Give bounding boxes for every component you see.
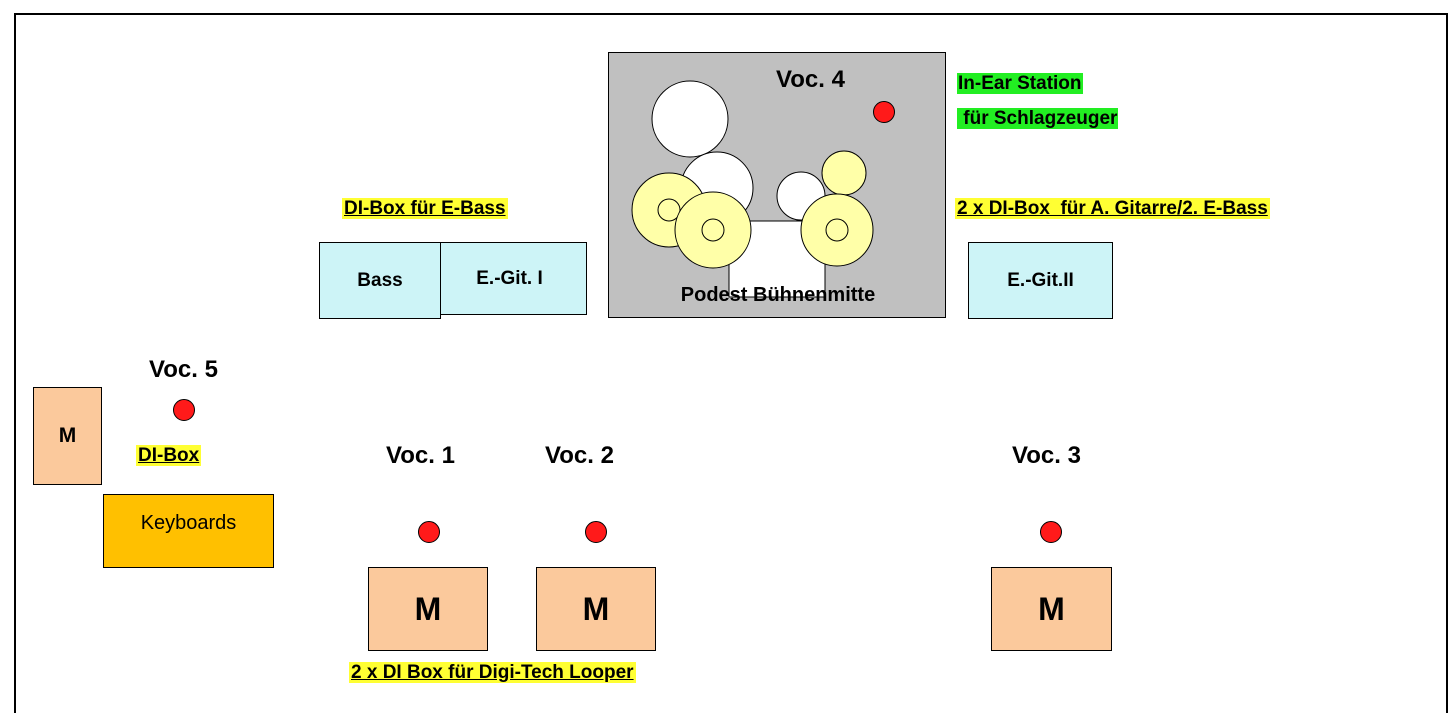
amp-e-git-2: E.-Git.II bbox=[968, 242, 1113, 319]
mic-voc-5 bbox=[173, 399, 195, 421]
drum-kit bbox=[631, 80, 874, 298]
mic-voc-3 bbox=[1040, 521, 1062, 543]
voc-2-label: Voc. 2 bbox=[545, 442, 614, 469]
voc-5-label: Voc. 5 bbox=[149, 356, 218, 383]
in-ear-station-line2: für Schlagzeuger bbox=[957, 108, 1119, 129]
cymbal-left-bell bbox=[657, 198, 681, 222]
mic-voc-2 bbox=[585, 521, 607, 543]
in-ear-station-line1: In-Ear Station bbox=[957, 73, 1083, 94]
looper-di-note: 2 x DI Box für Digi-Tech Looper bbox=[349, 662, 636, 683]
mic-voc-1 bbox=[418, 521, 440, 543]
voc-1-label: Voc. 1 bbox=[386, 442, 455, 469]
cymbal-ride bbox=[821, 150, 867, 196]
mic-voc-4 bbox=[873, 101, 895, 123]
guitar-di-note: 2 x DI-Box für A. Gitarre/2. E-Bass bbox=[955, 198, 1270, 219]
drum-riser: Podest Bühnenmitte bbox=[608, 52, 946, 318]
keyboards: Keyboards bbox=[103, 494, 274, 568]
cymbal-right-bell bbox=[825, 218, 849, 242]
keys-di-note: DI-Box bbox=[136, 445, 202, 466]
stage-frame bbox=[14, 13, 1448, 713]
monitor-voc-1: M bbox=[368, 567, 488, 651]
drum-riser-label: Podest Bühnenmitte bbox=[680, 284, 876, 306]
monitor-voc-3: M bbox=[991, 567, 1112, 651]
monitor-voc-2: M bbox=[536, 567, 656, 651]
cymbal-hihat-bell bbox=[701, 218, 725, 242]
bass-di-note: DI-Box für E-Bass bbox=[342, 198, 508, 219]
drum-crash-shell bbox=[651, 80, 729, 158]
amp-e-git-1: E.-Git. I bbox=[432, 242, 587, 315]
voc-4-label: Voc. 4 bbox=[776, 66, 845, 93]
monitor-keys: M bbox=[33, 387, 102, 485]
voc-3-label: Voc. 3 bbox=[1012, 442, 1081, 469]
amp-bass: Bass bbox=[319, 242, 441, 319]
